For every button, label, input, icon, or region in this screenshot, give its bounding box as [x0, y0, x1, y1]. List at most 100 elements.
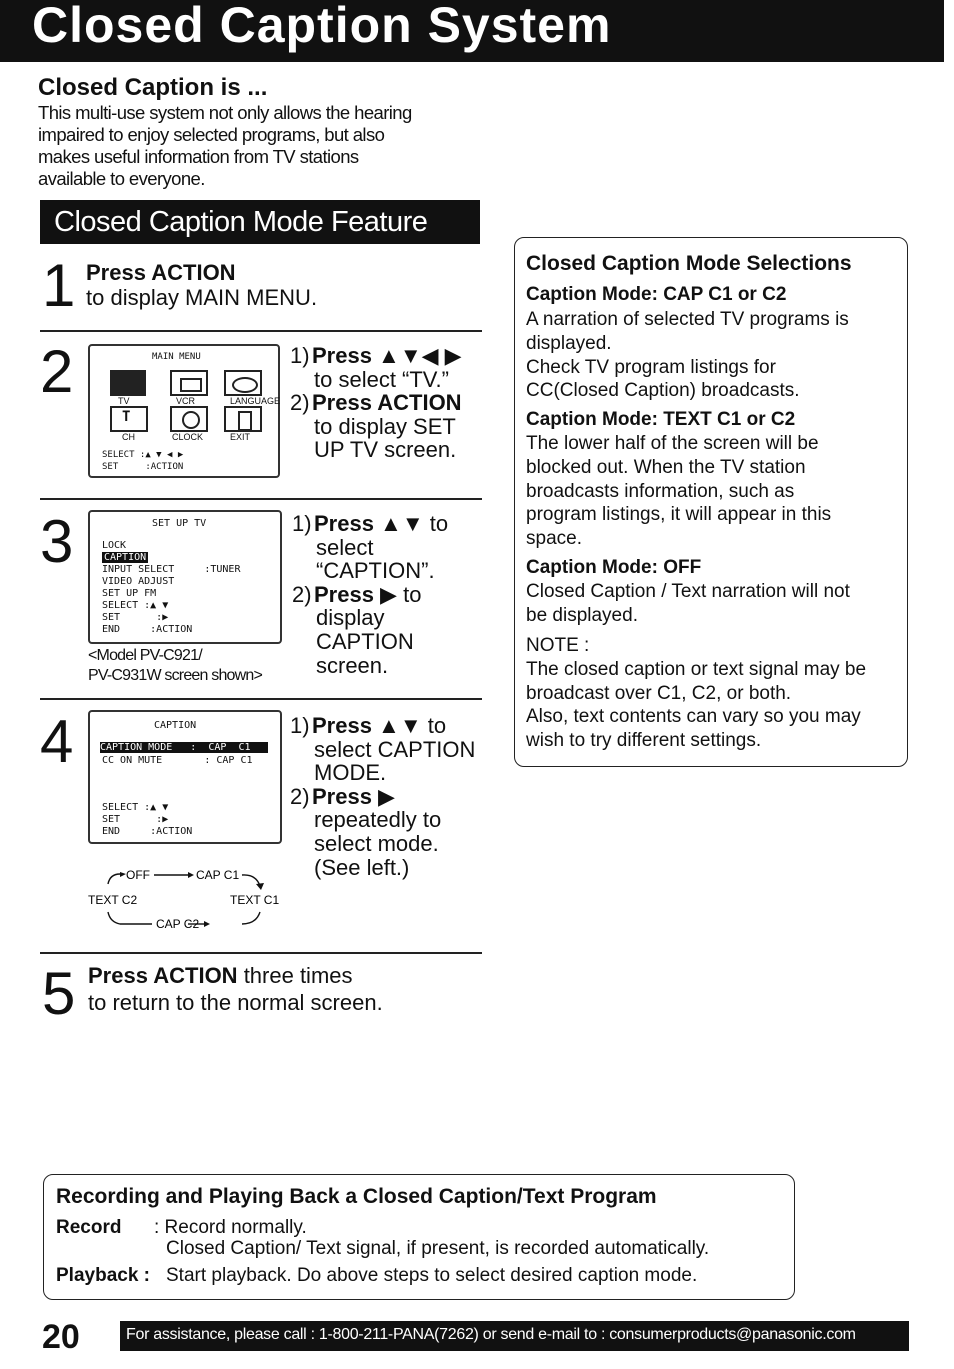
- menu-label: CH: [122, 432, 135, 442]
- step-index: 1): [290, 343, 310, 368]
- model-caption-line: PV-C931W screen shown>: [88, 667, 263, 684]
- mode-cap-title: Caption Mode: CAP C1 or C2: [526, 284, 787, 305]
- cycle-arrowhead: [188, 872, 194, 878]
- screen-item: END :ACTION: [102, 624, 193, 635]
- step-3-instructions: 1)Press ▲▼ to select “CAPTION”. 2)Press …: [292, 512, 488, 677]
- step-press: Press ▶: [314, 581, 397, 607]
- desc-line: Closed Caption / Text narration will not: [526, 581, 850, 602]
- caption-mode-selections-box: Closed Caption Mode Selections Caption M…: [514, 237, 908, 767]
- step-text: select CAPTION: [314, 736, 476, 762]
- note-label: NOTE :: [526, 635, 590, 656]
- feature-heading: Closed Caption Mode Feature: [54, 206, 428, 238]
- mode-cap-c1-label: CAP C1: [196, 868, 239, 882]
- step-1-action: Press ACTION: [86, 260, 236, 285]
- step-3-number: 3: [40, 508, 74, 575]
- playback-text: Start playback. Do above steps to select…: [166, 1265, 698, 1286]
- mode-text-c2-label: TEXT C2: [88, 893, 137, 907]
- step-index: 2): [292, 581, 312, 607]
- intro-heading: Closed Caption is ...: [38, 74, 268, 101]
- step-text: screen.: [316, 652, 389, 678]
- step-press: Press ▲▼◀ ▶: [312, 343, 462, 368]
- step-2-instructions: 1)Press ▲▼◀ ▶ to select “TV.” 2)Press AC…: [290, 344, 486, 462]
- mode-off-label: OFF: [126, 868, 150, 882]
- screen-nav: SELECT :▲ ▼ ◀ ▶: [102, 450, 184, 460]
- note-line: The closed caption or text signal may be: [526, 658, 867, 680]
- screen-item: INPUT SELECT :TUNER: [102, 564, 241, 575]
- main-menu-screen: MAIN MENU TV VCR LANGUAGE T CH CLOCK EXI…: [88, 344, 280, 478]
- menu-label: VCR: [176, 396, 196, 406]
- note-line: Also, text contents can vary so you may: [526, 706, 861, 728]
- cycle-arrow: [107, 873, 121, 885]
- note: NOTE : The closed caption or text signal…: [526, 634, 906, 753]
- step-index: 2): [290, 390, 310, 416]
- screen-item: END :ACTION: [102, 826, 193, 837]
- step-press: Press ▲▼: [312, 713, 422, 738]
- menu-label: EXIT: [230, 432, 251, 442]
- step-1-number: 1: [42, 252, 76, 319]
- screen-item: VIDEO ADJUST: [102, 576, 175, 587]
- step-text: to: [396, 581, 422, 607]
- assistance-text: For assistance, please call : 1-800-211-…: [126, 1326, 856, 1343]
- exit-icon: [224, 406, 262, 432]
- page-header-bar: Closed Caption System: [0, 0, 944, 62]
- step-index: 1): [292, 511, 312, 536]
- model-caption-line: <Model PV-C921/: [88, 647, 203, 664]
- step-text: to: [421, 713, 447, 738]
- feature-heading-bar: Closed Caption Mode Feature: [40, 200, 480, 244]
- step-text: UP TV screen.: [314, 437, 457, 463]
- assistance-footer-bar: For assistance, please call : 1-800-211-…: [120, 1321, 909, 1351]
- selections-title: Closed Caption Mode Selections: [526, 252, 852, 275]
- screen-item-selected: CAPTION: [102, 552, 149, 563]
- step-text: three times: [237, 963, 353, 988]
- desc-line: Check TV program listings for: [526, 356, 776, 378]
- mode-text-c1-label: TEXT C1: [230, 893, 279, 907]
- tv-icon: [110, 370, 146, 396]
- cycle-arrowhead: [120, 872, 126, 877]
- note-line: broadcast over C1, C2, or both.: [526, 682, 792, 704]
- mode-off-title: Caption Mode: OFF: [526, 557, 702, 578]
- screen-item: LOCK: [102, 540, 127, 551]
- step-text: to: [423, 511, 449, 536]
- desc-line: The lower half of the screen will be: [526, 433, 819, 454]
- step-2-number: 2: [40, 338, 74, 405]
- step-text: to select “TV.”: [314, 366, 449, 392]
- playback-label: Playback :: [56, 1265, 150, 1286]
- screen-item: SET :▶: [102, 612, 169, 623]
- step-press: Press ACTION: [88, 963, 238, 988]
- intro-line: This multi-use system not only allows th…: [38, 102, 412, 123]
- caption-screen: CAPTION CAPTION MODE : CAP C1 CC ON MUTE…: [88, 710, 282, 844]
- desc-line: blocked out. When the TV station: [526, 456, 806, 478]
- note-line: wish to try different settings.: [526, 730, 762, 752]
- desc-line: program listings, it will appear in this: [526, 504, 832, 526]
- screen-title: SET UP TV: [152, 518, 207, 529]
- mode-off-desc: Closed Caption / Text narration will not…: [526, 580, 906, 628]
- step-index: 2): [290, 783, 310, 809]
- mode-text-title: Caption Mode: TEXT C1 or C2: [526, 409, 796, 430]
- language-icon: [224, 370, 262, 396]
- mode-cap-c2-label: CAP C2: [156, 917, 199, 931]
- record-label: Record: [56, 1217, 122, 1238]
- step-press: Press ACTION: [312, 390, 462, 416]
- step-text: (See left.): [314, 854, 410, 880]
- intro-line: impaired to enjoy selected programs, but…: [38, 124, 385, 145]
- step-5-line1: Press ACTION three times: [88, 964, 353, 988]
- step-text: to display SET: [314, 413, 456, 439]
- step-text: repeatedly to: [314, 807, 442, 833]
- divider: [40, 698, 482, 700]
- cycle-arrow: [107, 911, 152, 925]
- screen-item: SET UP FM: [102, 588, 157, 599]
- step-press: Press ▲▼: [314, 511, 424, 536]
- divider: [40, 330, 482, 332]
- mode-cycle-diagram: OFF CAP C1 TEXT C1 TEXT C2 CAP C2: [88, 868, 279, 931]
- screen-item: SELECT :▲ ▼: [102, 802, 169, 813]
- recording-title: Recording and Playing Back a Closed Capt…: [56, 1185, 657, 1208]
- step-5-number: 5: [42, 960, 76, 1027]
- step-1-text: to display MAIN MENU.: [86, 285, 318, 310]
- screen-item: CC ON MUTE : CAP C1: [102, 755, 253, 766]
- cycle-arrowhead: [204, 921, 210, 927]
- desc-line: be displayed.: [526, 604, 638, 626]
- page-title: Closed Caption System: [32, 0, 612, 53]
- page-number: 20: [42, 1318, 80, 1356]
- step-4-number: 4: [40, 708, 74, 775]
- vcr-icon: [170, 370, 208, 396]
